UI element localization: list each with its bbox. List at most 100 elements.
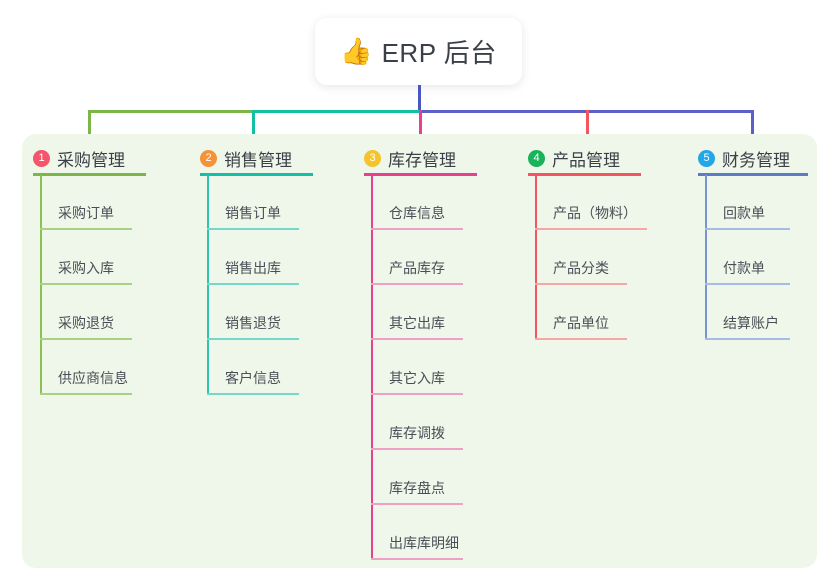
bus-green — [88, 110, 253, 113]
list-item[interactable]: 客户信息 — [207, 340, 299, 395]
thumbs-up-emoji: 👍 — [340, 36, 373, 67]
branches-panel: 1 采购管理采购订单采购入库采购退货供应商信息 2 销售管理销售订单销售出库销售退货客… — [22, 134, 817, 568]
list-item-rule — [40, 338, 132, 340]
list-item-rule — [207, 228, 299, 230]
drop-product — [586, 110, 589, 141]
branch-badge-sales: 2 — [200, 150, 217, 167]
list-item[interactable]: 产品单位 — [535, 285, 627, 340]
branch-rule-stock — [364, 173, 477, 176]
list-item[interactable]: 回款单 — [705, 175, 790, 230]
list-item[interactable]: 供应商信息 — [40, 340, 132, 395]
branch-header-product[interactable]: 4 产品管理 — [528, 146, 620, 171]
list-item-label: 产品单位 — [553, 315, 609, 331]
list-item[interactable]: 销售订单 — [207, 175, 299, 230]
list-item[interactable]: 采购订单 — [40, 175, 132, 230]
root-node-card[interactable]: 👍 ERP 后台 — [315, 18, 522, 85]
list-item[interactable]: 仓库信息 — [371, 175, 463, 230]
list-item-label: 采购退货 — [58, 315, 114, 331]
branch-rule-purchase — [33, 173, 146, 176]
list-item[interactable]: 销售出库 — [207, 230, 299, 285]
list-item[interactable]: 采购入库 — [40, 230, 132, 285]
list-item-rule — [535, 228, 647, 230]
branch-spine-purchase — [40, 175, 42, 395]
list-item[interactable]: 付款单 — [705, 230, 790, 285]
list-item[interactable]: 库存调拨 — [371, 395, 463, 450]
list-item-label: 产品库存 — [389, 260, 445, 276]
list-item-label: 出库库明细 — [389, 535, 459, 551]
list-item[interactable]: 销售退货 — [207, 285, 299, 340]
branch-rule-finance — [698, 173, 808, 176]
list-item-rule — [535, 283, 627, 285]
list-item-rule — [207, 338, 299, 340]
branch-header-stock[interactable]: 3 库存管理 — [364, 146, 456, 171]
list-item-label: 结算账户 — [723, 315, 779, 331]
drop-purchase — [88, 110, 91, 141]
branch-title-finance: 财务管理 — [722, 151, 790, 170]
list-item-label: 产品分类 — [553, 260, 609, 276]
list-item-label: 仓库信息 — [389, 205, 445, 221]
list-item[interactable]: 库存盘点 — [371, 450, 463, 505]
branch-title-purchase: 采购管理 — [57, 151, 125, 170]
drop-stock — [419, 110, 422, 141]
bus-blue — [419, 110, 752, 113]
list-item-rule — [371, 283, 463, 285]
list-item[interactable]: 产品库存 — [371, 230, 463, 285]
list-item[interactable]: 结算账户 — [705, 285, 790, 340]
branch-spine-sales — [207, 175, 209, 395]
branch-spine-product — [535, 175, 537, 340]
list-item-label: 销售出库 — [225, 260, 281, 276]
branch-rule-sales — [200, 173, 313, 176]
branch-badge-product: 4 — [528, 150, 545, 167]
list-item-label: 库存盘点 — [389, 480, 445, 496]
trunk-line — [418, 85, 421, 113]
list-item-label: 销售退货 — [225, 315, 281, 331]
list-item-rule — [705, 338, 790, 340]
list-item-label: 产品（物料） — [553, 205, 637, 221]
list-item-rule — [371, 338, 463, 340]
list-item-rule — [371, 448, 463, 450]
root-node-title: ERP 后台 — [381, 38, 497, 68]
list-item-label: 其它出库 — [389, 315, 445, 331]
list-item[interactable]: 出库库明细 — [371, 505, 463, 560]
list-item-label: 付款单 — [723, 260, 765, 276]
list-item-label: 供应商信息 — [58, 370, 128, 386]
branch-header-purchase[interactable]: 1 采购管理 — [33, 146, 125, 171]
branch-title-stock: 库存管理 — [388, 151, 456, 170]
list-item-rule — [371, 228, 463, 230]
list-item-label: 库存调拨 — [389, 425, 445, 441]
branch-header-finance[interactable]: 5 财务管理 — [698, 146, 790, 171]
list-item-rule — [705, 228, 790, 230]
list-item-rule — [40, 228, 132, 230]
list-item-rule — [371, 558, 463, 560]
branch-badge-purchase: 1 — [33, 150, 50, 167]
list-item-rule — [535, 338, 627, 340]
list-item-label: 回款单 — [723, 205, 765, 221]
list-item-label: 销售订单 — [225, 205, 281, 221]
branch-rule-product — [528, 173, 641, 176]
list-item-label: 采购订单 — [58, 205, 114, 221]
branch-badge-stock: 3 — [364, 150, 381, 167]
drop-finance — [751, 110, 754, 141]
list-item-label: 其它入库 — [389, 370, 445, 386]
list-item-rule — [40, 393, 132, 395]
branch-spine-finance — [705, 175, 707, 340]
list-item[interactable]: 产品（物料） — [535, 175, 647, 230]
list-item[interactable]: 其它入库 — [371, 340, 463, 395]
list-item-rule — [371, 393, 463, 395]
branch-badge-finance: 5 — [698, 150, 715, 167]
list-item-label: 客户信息 — [225, 370, 281, 386]
branch-title-sales: 销售管理 — [224, 151, 292, 170]
list-item-rule — [705, 283, 790, 285]
list-item-rule — [40, 283, 132, 285]
list-item[interactable]: 其它出库 — [371, 285, 463, 340]
branch-spine-stock — [371, 175, 373, 560]
list-item[interactable]: 采购退货 — [40, 285, 132, 340]
branch-title-product: 产品管理 — [552, 151, 620, 170]
list-item[interactable]: 产品分类 — [535, 230, 627, 285]
drop-sales — [252, 110, 255, 141]
list-item-rule — [207, 393, 299, 395]
bus-teal — [252, 110, 420, 113]
branch-header-sales[interactable]: 2 销售管理 — [200, 146, 292, 171]
list-item-label: 采购入库 — [58, 260, 114, 276]
